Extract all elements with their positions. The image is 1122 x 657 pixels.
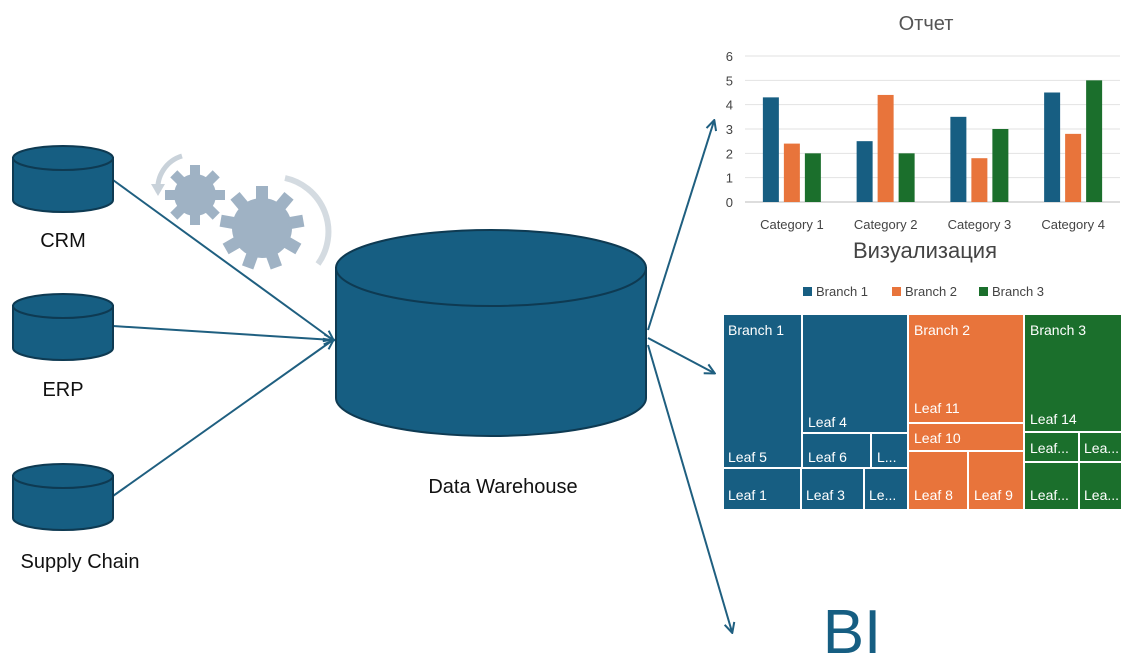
warehouse-to-visualization-arrow — [647, 337, 714, 373]
treemap-tile — [722, 467, 802, 511]
treemap-tile — [863, 467, 909, 511]
treemap-label: Branch 3 — [1030, 322, 1086, 338]
bar — [877, 94, 894, 202]
data-warehouse: Data Warehouse — [335, 229, 647, 498]
y-tick-label: 1 — [726, 171, 733, 186]
treemap-tile — [801, 432, 872, 469]
y-tick-label: 4 — [726, 98, 733, 113]
treemap-label: Branch 2 — [914, 322, 970, 338]
treemap-label: Leaf 9 — [974, 487, 1013, 503]
bi-label: BI — [823, 598, 882, 657]
x-tick-label: Category 4 — [1041, 217, 1105, 232]
legend-swatch — [979, 287, 988, 296]
treemap-label: Leaf 3 — [806, 487, 845, 503]
chart-grid — [745, 55, 1120, 203]
treemap-label: L... — [877, 449, 896, 465]
treemap-tile — [907, 422, 1025, 452]
visualization-title: Визуализация — [853, 238, 997, 263]
treemap-label: Leaf... — [1030, 487, 1069, 503]
chart-y-axis: 0 1 2 3 4 5 6 — [726, 49, 733, 210]
y-tick-label: 2 — [726, 146, 733, 161]
bar — [1065, 133, 1082, 202]
treemap-label: Leaf 5 — [728, 449, 767, 465]
gears-icon — [151, 153, 332, 270]
erp-to-warehouse-arrow — [112, 325, 333, 340]
report-title: Отчет — [899, 13, 954, 35]
crm-to-warehouse-arrow — [112, 179, 333, 340]
treemap-label: Lea... — [1084, 487, 1119, 503]
bar — [1086, 80, 1103, 202]
bar — [971, 158, 988, 202]
treemap-label: Leaf 4 — [808, 414, 847, 430]
output-arrows — [647, 121, 732, 632]
y-tick-label: 3 — [726, 122, 733, 137]
source-label: CRM — [40, 230, 86, 252]
bar — [762, 97, 779, 202]
bar — [898, 153, 915, 202]
treemap-label: Leaf 1 — [728, 487, 767, 503]
treemap-label: Lea... — [1084, 440, 1119, 456]
treemap-label: Leaf... — [1030, 440, 1069, 456]
treemap-tile — [722, 313, 803, 469]
y-tick-label: 5 — [726, 73, 733, 88]
treemap-label: Le... — [869, 487, 896, 503]
treemap-tile — [1078, 461, 1122, 511]
database-icon — [12, 145, 114, 213]
treemap-label: Leaf 6 — [808, 449, 847, 465]
bar — [856, 141, 873, 202]
treemap-tile — [967, 450, 1025, 511]
source-supply-chain: Supply Chain — [12, 463, 140, 573]
treemap-label: Branch 1 — [728, 322, 784, 338]
database-icon — [12, 293, 114, 361]
warehouse-to-report-arrow — [647, 121, 714, 331]
treemap-label: Leaf 8 — [914, 487, 953, 503]
y-tick-label: 0 — [726, 195, 733, 210]
x-tick-label: Category 2 — [854, 217, 918, 232]
legend-label: Branch 1 — [816, 284, 868, 299]
source-label: Supply Chain — [21, 551, 140, 573]
legend-label: Branch 3 — [992, 284, 1044, 299]
bar — [992, 129, 1009, 202]
warehouse-to-bi-arrow — [647, 344, 732, 632]
source-label: ERP — [42, 379, 83, 401]
treemap: Branch 1 Leaf 4 Leaf 5 Leaf 6 L... Leaf … — [722, 313, 1122, 511]
source-crm: CRM — [12, 145, 114, 252]
bar — [804, 153, 821, 202]
y-tick-label: 6 — [726, 49, 733, 64]
warehouse-label: Data Warehouse — [428, 476, 577, 498]
chart-bars — [762, 80, 1103, 202]
bar — [783, 143, 800, 202]
bar — [1044, 92, 1061, 202]
legend-swatch — [892, 287, 901, 296]
database-icon — [12, 463, 114, 531]
bar — [950, 116, 967, 202]
x-tick-label: Category 3 — [948, 217, 1012, 232]
x-tick-label: Category 1 — [760, 217, 824, 232]
supply-chain-to-warehouse-arrow — [112, 340, 333, 497]
database-icon — [335, 229, 647, 437]
chart-legend: Branch 1 Branch 2 Branch 3 — [803, 284, 1044, 299]
legend-swatch — [803, 287, 812, 296]
treemap-label: Leaf 11 — [914, 400, 960, 416]
treemap-tile — [1023, 461, 1080, 511]
treemap-label: Leaf 10 — [914, 430, 961, 446]
chart-x-axis: Category 1 Category 2 Category 3 Category 4 — [760, 217, 1105, 232]
treemap-tile — [1078, 431, 1122, 463]
legend-label: Branch 2 — [905, 284, 957, 299]
source-arrows — [112, 179, 333, 497]
treemap-label: Leaf 14 — [1030, 411, 1077, 427]
source-erp: ERP — [12, 293, 114, 401]
treemap-tile — [1023, 313, 1122, 433]
